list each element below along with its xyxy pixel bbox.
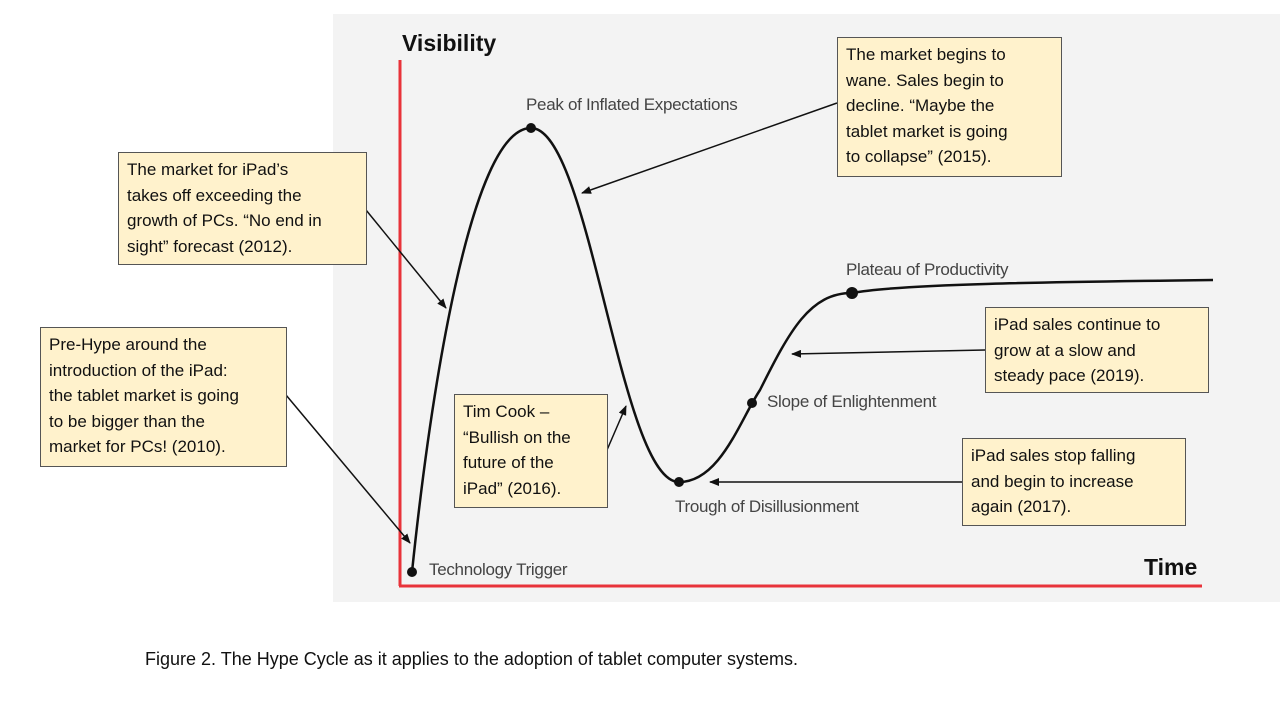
callout-line: iPad sales continue to	[994, 315, 1161, 334]
phase-label-plateau: Plateau of Productivity	[846, 260, 1009, 279]
callout-line: decline. “Maybe the	[846, 96, 995, 115]
y-axis-title: Visibility	[402, 30, 497, 56]
callout-line: The market for iPad’s	[127, 160, 289, 179]
callout-takeoff: The market for iPad’s takes off exceedin…	[118, 152, 367, 265]
phase-dot-trough	[674, 477, 684, 487]
callout-line: tablet market is going	[846, 121, 1008, 141]
callout-line: Pre-Hype around the	[49, 335, 207, 354]
phase-label-trough: Trough of Disillusionment	[675, 497, 859, 516]
callout-line: grow at a slow and	[994, 340, 1136, 360]
figure-caption: Figure 2. The Hype Cycle as it applies t…	[145, 649, 799, 669]
phase-dot-peak	[526, 123, 536, 133]
callout-line: market for PCs! (2010).	[49, 437, 226, 456]
callout-line: iPad sales stop falling	[971, 446, 1136, 465]
callout-line: sight” forecast (2012).	[127, 236, 293, 256]
x-axis-title: Time	[1144, 554, 1198, 580]
callout-line: The market begins to	[846, 45, 1006, 64]
arrow-steady	[791, 349, 986, 358]
callout-line: introduction of the iPad:	[49, 360, 228, 380]
phase-dot-slope	[747, 398, 757, 408]
arrow-wane	[581, 102, 838, 194]
callout-line: future of the	[463, 453, 554, 472]
callout-line: growth of PCs. “No end in	[127, 211, 322, 230]
callout-wane: The market begins to wane. Sales begin t…	[837, 37, 1062, 177]
phase-label-peak: Peak of Inflated Expectations	[526, 95, 738, 114]
callout-line: takes off exceeding the	[127, 185, 302, 205]
callout-line: and begin to increase	[971, 471, 1134, 491]
phase-label-slope: Slope of Enlightenment	[767, 392, 937, 411]
callout-timcook: Tim Cook – “Bullish on the future of the…	[454, 394, 608, 508]
phase-label-trigger: Technology Trigger	[429, 560, 568, 579]
callout-line: the tablet market is going	[49, 386, 239, 405]
phase-dot-plateau	[846, 287, 858, 299]
arrow-prehype	[285, 394, 411, 544]
callout-line: to collapse” (2015).	[846, 147, 992, 166]
callout-line: wane. Sales begin to	[846, 70, 1004, 90]
callout-line: again (2017).	[971, 497, 1072, 516]
callout-prehype: Pre-Hype around the introduction of the …	[40, 327, 287, 467]
callout-steady: iPad sales continue to grow at a slow an…	[985, 307, 1209, 393]
callout-line: to be bigger than the	[49, 411, 205, 431]
callout-line: “Bullish on the	[463, 427, 571, 447]
callout-stop-falling: iPad sales stop falling and begin to inc…	[962, 438, 1186, 526]
arrow-timcook	[606, 405, 627, 451]
phase-dot-trigger	[407, 567, 417, 577]
callout-line: Tim Cook –	[463, 402, 550, 421]
callout-line: steady pace (2019).	[994, 366, 1145, 385]
arrow-takeoff	[365, 209, 447, 309]
callout-line: iPad” (2016).	[463, 478, 562, 498]
